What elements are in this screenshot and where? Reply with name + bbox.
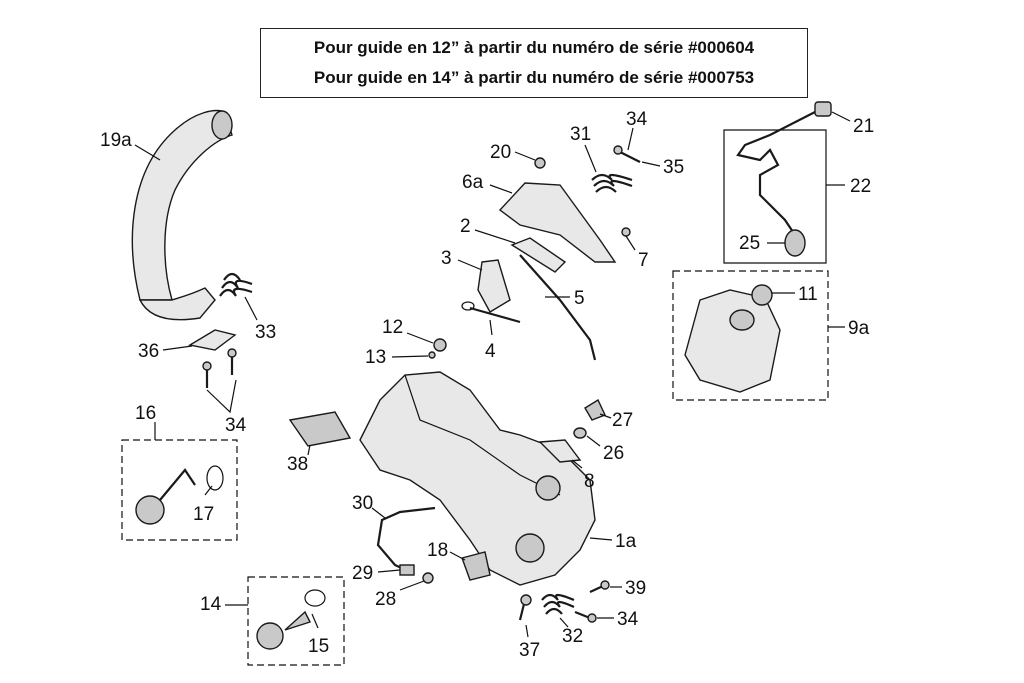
label-39: 39 [625, 578, 646, 599]
label-31: 31 [570, 124, 591, 145]
part-8-spike-plate [538, 439, 582, 463]
label-17: 17 [193, 504, 214, 525]
part-6a-handle-housing [498, 182, 617, 263]
label-5: 5 [574, 288, 585, 309]
label-33: 33 [255, 322, 276, 343]
part-38-decal [288, 411, 352, 447]
part-5-throttle-rod [519, 254, 597, 361]
label-32: 32 [562, 626, 583, 647]
part-21-vent [814, 101, 832, 117]
part-22-fuel-hose [736, 111, 816, 236]
part-3-throttle-lock [477, 259, 511, 313]
part-16-fuel-cap [135, 465, 224, 525]
label-12: 12 [382, 317, 403, 338]
part-29-filter [399, 564, 415, 576]
label-14: 14 [200, 594, 222, 615]
part-27-bumper [584, 398, 606, 421]
label-1a: 1a [615, 531, 637, 552]
part-39-screw [589, 580, 610, 593]
part-31-spring [591, 173, 633, 193]
part-4-spring-pin [461, 301, 521, 324]
label-13: 13 [365, 347, 386, 368]
label-7: 7 [638, 250, 649, 271]
label-19a: 19a [100, 130, 132, 151]
part-34-35-screws [613, 145, 641, 163]
part-12-button [433, 338, 447, 352]
label-20: 20 [490, 142, 511, 163]
part-1a-main-housing [359, 371, 596, 586]
label-16: 16 [135, 403, 156, 424]
part-32-spring [541, 593, 575, 615]
label-34-bottom: 34 [617, 609, 639, 630]
label-4: 4 [485, 341, 496, 362]
part-20-screw [534, 157, 546, 169]
label-37: 37 [519, 640, 540, 661]
label-26: 26 [603, 443, 624, 464]
label-30: 30 [352, 493, 373, 514]
label-34-left: 34 [225, 415, 247, 436]
label-8: 8 [584, 471, 595, 492]
serial-note-line-1: Pour guide en 12” à partir du numéro de … [313, 38, 755, 57]
part-9a-fuel-tank [684, 289, 781, 393]
label-3: 3 [441, 248, 452, 269]
label-9a: 9a [848, 318, 870, 339]
label-36: 36 [138, 341, 159, 362]
part-26-washer [573, 427, 587, 439]
label-6a: 6a [462, 172, 484, 193]
part-7-screw [621, 227, 631, 237]
serial-note-line-2: Pour guide en 14” à partir du numéro de … [313, 68, 755, 87]
serial-number-note-box: Pour guide en 12” à partir du numéro de … [260, 28, 808, 98]
part-36-bracket [188, 329, 237, 351]
label-38: 38 [287, 454, 308, 475]
part-18-mount [461, 551, 491, 581]
label-21: 21 [853, 116, 874, 137]
part-28-grommet [422, 572, 434, 584]
label-22: 22 [850, 176, 871, 197]
part-30-fuel-line [376, 506, 436, 573]
label-25: 25 [739, 233, 760, 254]
part-2-trigger [510, 237, 567, 273]
part-19a-rear-handle [131, 109, 233, 321]
label-29: 29 [352, 563, 373, 584]
part-33-spring [219, 272, 253, 297]
label-27: 27 [612, 410, 633, 431]
label-28: 28 [375, 589, 396, 610]
part-34-screws-left [202, 348, 237, 388]
part-34-screw-bottom [574, 610, 597, 623]
label-18: 18 [427, 540, 448, 561]
part-25-filter [784, 229, 806, 257]
label-15: 15 [308, 636, 329, 657]
label-34-top: 34 [626, 109, 648, 130]
part-11-cap [751, 284, 773, 306]
label-35: 35 [663, 157, 684, 178]
part-14-oil-cap [256, 589, 326, 650]
part-37-screw [518, 594, 532, 621]
label-11: 11 [798, 284, 818, 305]
part-13-pin [428, 351, 436, 359]
label-2: 2 [460, 216, 471, 237]
